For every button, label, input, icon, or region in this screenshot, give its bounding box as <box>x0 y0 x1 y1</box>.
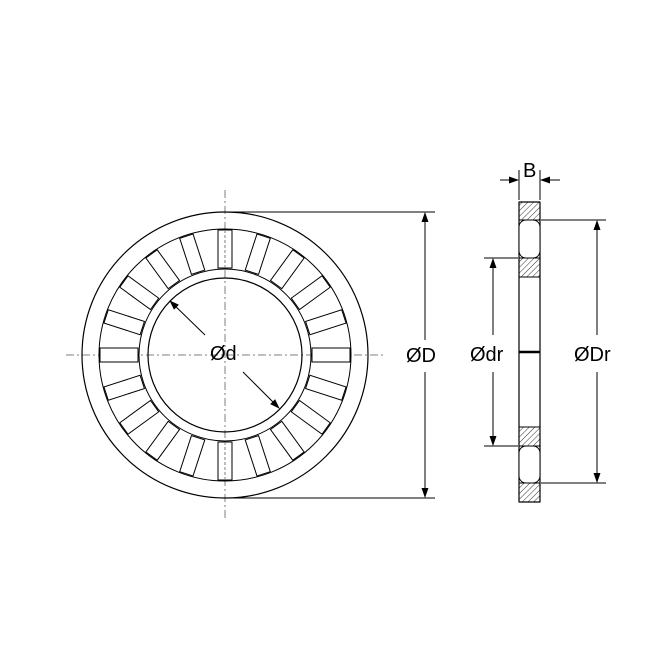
race-inner-diameter-label: Ødr <box>470 344 504 366</box>
needle-roller <box>244 434 271 477</box>
needle-roller <box>244 233 271 276</box>
needle-roller <box>290 275 331 311</box>
needle-roller <box>269 249 305 290</box>
upper-outer-race-hatch <box>518 201 541 221</box>
needle-roller <box>179 233 206 276</box>
outer-diameter-label: ØD <box>406 345 436 367</box>
roller-group <box>99 229 351 481</box>
cage-outer-circle <box>98 228 352 482</box>
front-view <box>66 190 435 520</box>
lower-roller-section <box>518 445 541 484</box>
upper-inner-race-hatch <box>518 257 541 278</box>
needle-roller <box>304 309 347 336</box>
section-view <box>484 170 606 503</box>
upper-roller-section <box>518 219 541 259</box>
needle-roller <box>99 347 139 363</box>
needle-roller <box>179 434 206 477</box>
needle-roller <box>119 275 160 311</box>
lower-inner-race-hatch <box>518 426 541 447</box>
needle-roller <box>290 399 331 435</box>
bore-dimension-arrow-upper <box>169 300 206 336</box>
needle-roller <box>145 249 181 290</box>
needle-roller <box>145 420 181 461</box>
needle-roller <box>103 309 146 336</box>
bore-diameter-label: Ød <box>210 343 237 365</box>
needle-roller <box>311 347 351 363</box>
bore-dimension-arrow-lower <box>242 371 280 409</box>
lower-outer-race-hatch <box>518 482 541 503</box>
bore-circle <box>147 277 303 433</box>
needle-roller <box>103 374 146 401</box>
needle-roller <box>269 420 305 461</box>
outer-circle <box>81 211 369 499</box>
needle-roller <box>304 374 347 401</box>
race-outer-diameter-label: ØDr <box>574 344 611 366</box>
cage-inner-circle <box>138 268 312 442</box>
width-label: B <box>523 160 537 182</box>
needle-roller <box>119 399 160 435</box>
